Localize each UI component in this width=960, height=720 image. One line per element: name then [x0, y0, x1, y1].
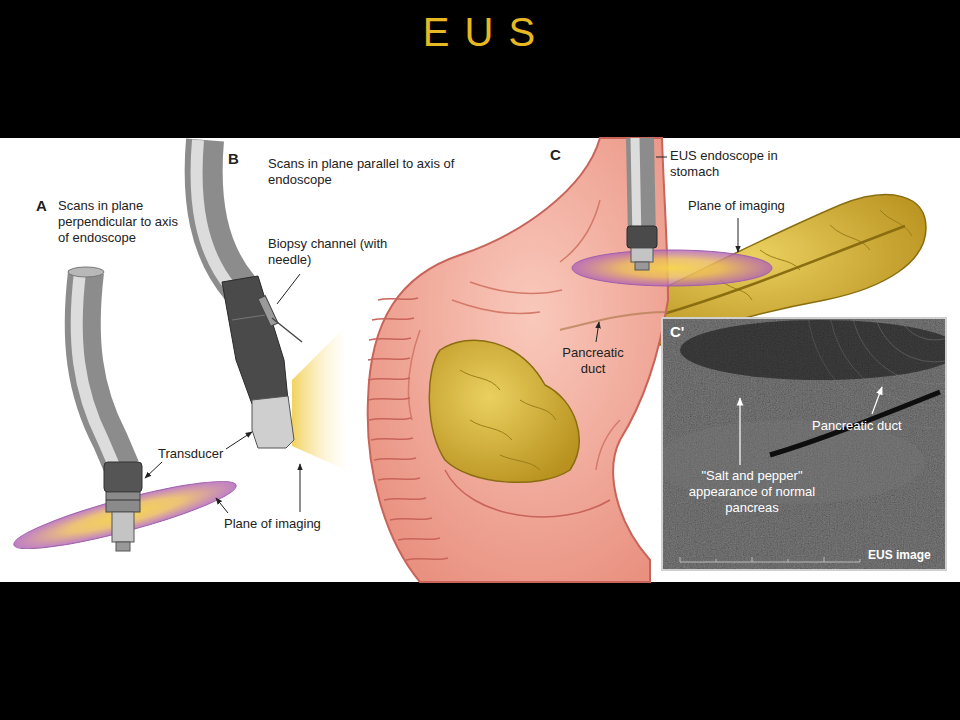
biopsy-channel — [258, 296, 278, 327]
panel-letter: C' — [670, 323, 684, 341]
leader-line — [872, 387, 882, 414]
panel-caption: Scans in plane parallel to axis of endos… — [268, 156, 503, 188]
tube-end — [68, 267, 104, 277]
leader-line — [216, 498, 228, 513]
leader-line — [738, 218, 739, 252]
imaging-fan — [292, 330, 346, 470]
tube-highlight — [635, 138, 637, 240]
echo-ring — [895, 319, 945, 340]
echo-ring — [807, 319, 945, 428]
callout-label: "Salt and pepper" appearance of normal p… — [676, 468, 828, 516]
callout-label: Pancreatic duct — [812, 418, 902, 434]
leader-line — [300, 464, 301, 512]
leader-line — [277, 274, 300, 304]
part-label: Pancreatic duct — [552, 345, 634, 377]
leader-line — [226, 432, 252, 449]
part-label: Plane of imaging — [688, 198, 785, 214]
illustration-panel — [0, 138, 960, 582]
pancreatic-duct — [560, 312, 668, 330]
imaging-plane — [572, 250, 772, 286]
part-label: Transducer — [158, 446, 223, 462]
endoscope-head — [222, 276, 288, 404]
transducer-tip — [116, 542, 130, 551]
transducer — [252, 396, 294, 448]
panel-letter: B — [228, 150, 239, 168]
eus-image — [663, 319, 945, 569]
biopsy-needle — [272, 318, 302, 342]
scale-ticks — [680, 557, 860, 562]
panel-letter: C — [550, 146, 561, 164]
slide-title: E U S — [0, 10, 960, 55]
endoscope-head — [627, 226, 657, 248]
pancreas-head — [429, 340, 579, 482]
panel-caption: Scans in plane perpendicular to axis of … — [58, 198, 180, 246]
duct-echo — [770, 392, 940, 455]
tube-highlight — [77, 272, 115, 468]
eus-image-inset: C' Pancreatic duct "Salt and pepper" appea… — [662, 318, 946, 570]
part-label: EUS endoscope in stomach — [670, 148, 820, 180]
endoscope-ring — [106, 492, 140, 512]
leader-line — [145, 462, 162, 478]
pancreas-lobules — [460, 370, 556, 470]
endoscope-head — [104, 462, 142, 492]
eus-image-frame — [662, 318, 946, 570]
transducer — [631, 248, 653, 262]
panel-letter: A — [36, 197, 47, 215]
echo-ring — [851, 319, 945, 384]
stomach — [368, 138, 668, 582]
leader-line — [739, 398, 740, 465]
part-label: Biopsy channel (with needle) — [268, 236, 398, 268]
transducer — [112, 512, 134, 542]
tube-highlight — [197, 140, 231, 288]
part-label: Plane of imaging — [224, 516, 321, 532]
transducer-tip — [635, 262, 649, 270]
image-caption: EUS image — [868, 548, 931, 563]
leader-line — [596, 322, 599, 342]
echo-ring — [873, 319, 945, 362]
ring-line — [106, 500, 140, 501]
leader-line — [656, 157, 667, 158]
scale-bar — [680, 562, 860, 563]
echo-dark — [680, 320, 945, 380]
